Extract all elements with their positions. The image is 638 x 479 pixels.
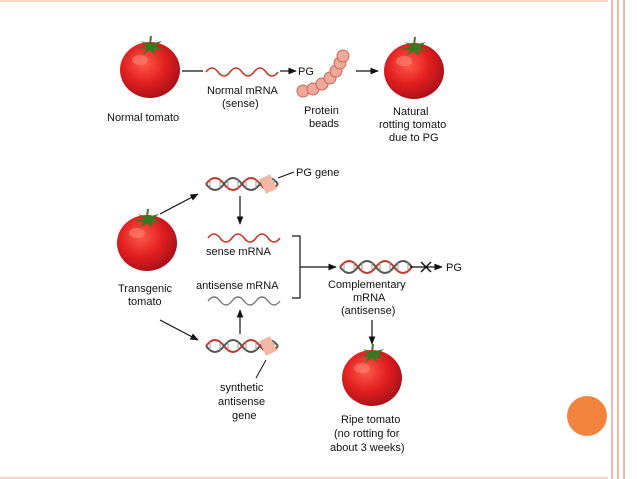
transgenic-label-2: tomato bbox=[128, 296, 162, 308]
top-rule bbox=[0, 0, 608, 2]
normal-tomato-icon bbox=[119, 35, 181, 99]
bottom-rule bbox=[0, 477, 608, 479]
synthetic-label-2: antisense bbox=[218, 396, 265, 408]
protein-beads-icon bbox=[296, 49, 350, 98]
border-line-2 bbox=[617, 0, 619, 479]
antisense-mrna-wave-icon bbox=[207, 296, 281, 306]
protein-beads-label-1: Protein bbox=[304, 105, 339, 117]
arrow-to-synthetic-gene bbox=[159, 319, 199, 341]
pg-gene-pointer bbox=[277, 171, 295, 179]
synthetic-pointer bbox=[255, 359, 267, 379]
pg-gene-label: PG gene bbox=[296, 167, 339, 179]
complementary-label-1: Complementary bbox=[328, 279, 406, 291]
normal-tomato-label: Normal tomato bbox=[107, 112, 179, 124]
arrow-to-pg-gene bbox=[159, 193, 199, 215]
bracket bbox=[292, 235, 301, 299]
pg-gene-marker bbox=[259, 174, 277, 194]
sense-mrna-wave-icon bbox=[207, 233, 281, 243]
normal-mrna-label-2: (sense) bbox=[222, 98, 259, 110]
ripe-label-1: Ripe tomato bbox=[341, 414, 400, 426]
ripe-label-2: (no rotting for bbox=[334, 428, 400, 440]
ripe-label-3: about 3 weeks) bbox=[330, 442, 405, 454]
complementary-helix-icon bbox=[339, 260, 413, 274]
complementary-label-3: (antisense) bbox=[341, 305, 395, 317]
sense-mrna-label: sense mRNA bbox=[206, 246, 271, 258]
complementary-label-2: mRNA bbox=[353, 292, 386, 304]
transgenic-label-1: Transgenic bbox=[118, 283, 173, 295]
normal-mrna-wave-icon bbox=[205, 67, 279, 77]
antisense-mrna-label: antisense mRNA bbox=[196, 280, 279, 292]
blocked-x-icon bbox=[420, 261, 432, 273]
transgenic-tomato-icon bbox=[116, 208, 178, 272]
synthetic-label-1: synthetic bbox=[220, 382, 264, 394]
rotting-tomato-icon bbox=[383, 36, 445, 100]
ripe-tomato-icon bbox=[341, 343, 403, 407]
natural-rot-label-2: rotting tomato bbox=[379, 119, 446, 131]
protein-beads-label-2: beads bbox=[309, 118, 339, 130]
synthetic-label-3: gene bbox=[232, 410, 256, 422]
pg-blocked-label: PG bbox=[446, 262, 462, 274]
border-line-3 bbox=[623, 0, 625, 479]
natural-rot-label-3: due to PG bbox=[389, 132, 439, 144]
synthetic-gene-marker bbox=[259, 336, 277, 356]
natural-rot-label-1: Natural bbox=[393, 106, 428, 118]
pg-top-label: PG bbox=[298, 66, 314, 78]
orange-accent-dot bbox=[567, 396, 607, 436]
normal-mrna-label-1: Normal mRNA bbox=[207, 85, 279, 97]
border-line-1 bbox=[611, 0, 613, 479]
